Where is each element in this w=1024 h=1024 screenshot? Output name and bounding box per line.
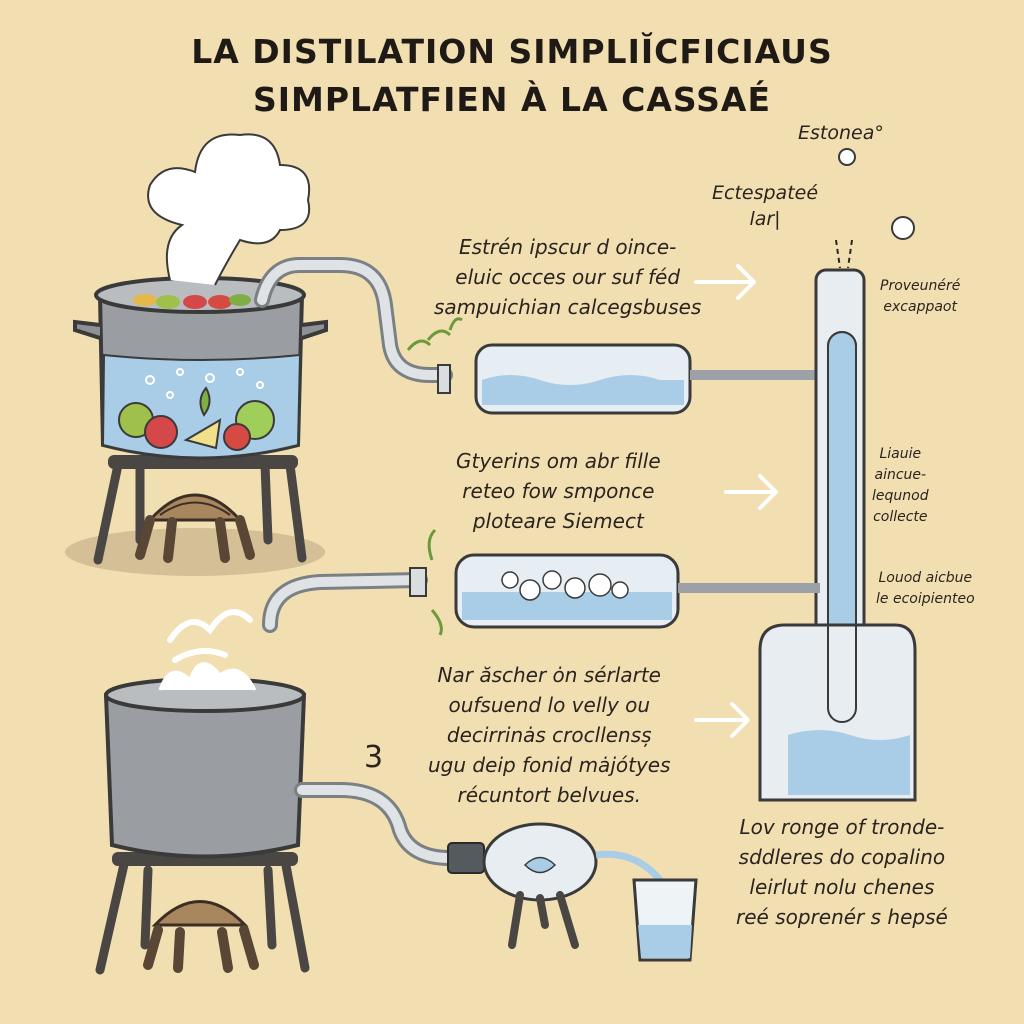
arrow-right-3-icon bbox=[694, 702, 750, 738]
text-block-4: Lov ronge of tronde- sddleres do copalin… bbox=[736, 812, 948, 932]
label-side-top-line: lar| bbox=[749, 208, 781, 230]
text-block-3-line: ugu deip fonid mȧjótyes bbox=[428, 753, 671, 777]
text-block-1-line: Estrén ipscur d oince- bbox=[458, 235, 677, 259]
label-outlet-line: Proveunéré bbox=[880, 278, 961, 294]
beaker-liquid bbox=[638, 925, 692, 958]
bottom-pipe-inner bbox=[297, 785, 455, 863]
step-number: 3 bbox=[364, 740, 384, 775]
bulb-flask-legs bbox=[508, 891, 579, 949]
top-pot-shadow bbox=[65, 528, 325, 576]
fruit-berry-icon bbox=[223, 423, 251, 451]
text-block-4-line: Lov ronge of tronde- bbox=[739, 815, 945, 839]
herb-sprig-icon bbox=[406, 317, 463, 351]
label-liquid-line: aincue- bbox=[874, 467, 927, 483]
fruit-lemon-icon bbox=[183, 418, 222, 450]
text-block-3-line: Nar ăscher ȯn sérlarte bbox=[437, 663, 661, 687]
text-block-1: Estrén ipscur d oince- eluic occes our s… bbox=[434, 232, 701, 322]
top-burner-dome bbox=[146, 493, 244, 522]
receiver-liquid bbox=[765, 730, 910, 795]
vapor-dashes bbox=[835, 239, 853, 269]
herb-sprig-2-icon bbox=[427, 528, 443, 636]
arrow-right-2-icon bbox=[724, 474, 778, 510]
bottom-burner-logs bbox=[143, 925, 259, 973]
vapor-puff-icon bbox=[838, 148, 856, 166]
fruit-strawberry-icon bbox=[144, 415, 178, 449]
label-bottom-side-line: le ecoipienteo bbox=[876, 591, 975, 607]
text-block-3-line: oufsuend lo velly ou bbox=[448, 693, 651, 717]
top-burner-logs bbox=[135, 515, 255, 563]
top-burner-rib bbox=[159, 501, 231, 516]
label-outlet-line: excappaot bbox=[883, 299, 957, 315]
text-block-2-line: reteo fow smponce bbox=[462, 479, 655, 503]
collection-column bbox=[758, 148, 917, 802]
text-block-1-line: eluic occes our suf féd bbox=[455, 265, 681, 289]
flow-arrows bbox=[694, 264, 778, 738]
mid-pipe-valve bbox=[409, 567, 427, 597]
condenser-2-bubbles bbox=[501, 570, 629, 601]
leaf-icon bbox=[199, 386, 211, 417]
top-pipe-inner bbox=[257, 260, 450, 380]
bottom-pipe-nozzle bbox=[447, 842, 485, 874]
condenser-2-liquid bbox=[462, 592, 672, 620]
mid-pipe-inner bbox=[265, 575, 425, 630]
text-block-3: Nar ăscher ȯn sérlarte oufsuend lo velly… bbox=[428, 660, 671, 810]
condenser-2 bbox=[262, 528, 820, 636]
text-block-2-line: Gtyerins om abr fille bbox=[456, 449, 661, 473]
text-block-3-line: récuntort belvues. bbox=[457, 783, 642, 807]
bottom-stand-legs bbox=[95, 855, 310, 975]
text-block-2-line: ploteare Siemect bbox=[472, 509, 644, 533]
steam-cloud-icon bbox=[147, 133, 311, 286]
bottom-pot-assembly bbox=[95, 609, 698, 975]
label-top-vapor: Estonea° bbox=[798, 122, 884, 144]
label-bottom-side-line: Louod aicbue bbox=[878, 570, 973, 586]
label-side-top: Ectespateé lar| bbox=[712, 180, 818, 232]
boiling-foam bbox=[158, 662, 257, 691]
label-liquid: Liauie aincue- lequnod collecte bbox=[872, 444, 929, 528]
arrow-right-icon bbox=[694, 264, 756, 300]
top-pot-surface-fruits bbox=[133, 294, 251, 309]
top-pot-handles bbox=[73, 319, 328, 340]
top-pot-assembly bbox=[65, 133, 463, 576]
label-liquid-line: collecte bbox=[873, 509, 928, 525]
label-liquid-line: lequnod bbox=[872, 488, 929, 504]
text-block-4-line: reé soprenér s hepsé bbox=[736, 905, 948, 929]
title-line-2: SIMPLATFIEN À LA CASSAÉ bbox=[252, 80, 772, 119]
top-stand-ring bbox=[108, 455, 298, 469]
text-block-4-line: leirlut nolu chenes bbox=[749, 875, 935, 899]
text-block-2: Gtyerins om abr fille reteo fow smponce … bbox=[456, 446, 661, 536]
condenser-1-liquid bbox=[482, 375, 684, 405]
vapor-puff-2-icon bbox=[891, 216, 915, 240]
label-outlet: Proveunéré excappaot bbox=[880, 276, 960, 318]
bottom-steam-icon bbox=[167, 609, 253, 663]
top-pot-bubbles bbox=[145, 368, 264, 399]
top-stand-legs bbox=[93, 460, 307, 565]
label-bottom-side: Louod aicbue le ecoipienteo bbox=[876, 568, 975, 610]
text-block-1-line: sampuichian calcegsbuses bbox=[434, 295, 702, 319]
condenser-1 bbox=[474, 343, 820, 415]
bottom-burner-dome bbox=[151, 900, 249, 927]
title-line-1: LA DISTILATION SIMPLIĬCFICIAUS bbox=[191, 32, 833, 71]
text-block-4-line: sddleres do copalino bbox=[738, 845, 946, 869]
text-block-3-line: decirrinȧs crocllensș bbox=[446, 723, 652, 747]
top-pipe-valve bbox=[437, 364, 451, 394]
bottom-pot-body bbox=[103, 693, 307, 859]
label-liquid-line: Liauie bbox=[879, 446, 922, 462]
label-side-top-line: Ectespateé bbox=[712, 182, 819, 204]
bulb-flask-droplet bbox=[523, 856, 557, 874]
